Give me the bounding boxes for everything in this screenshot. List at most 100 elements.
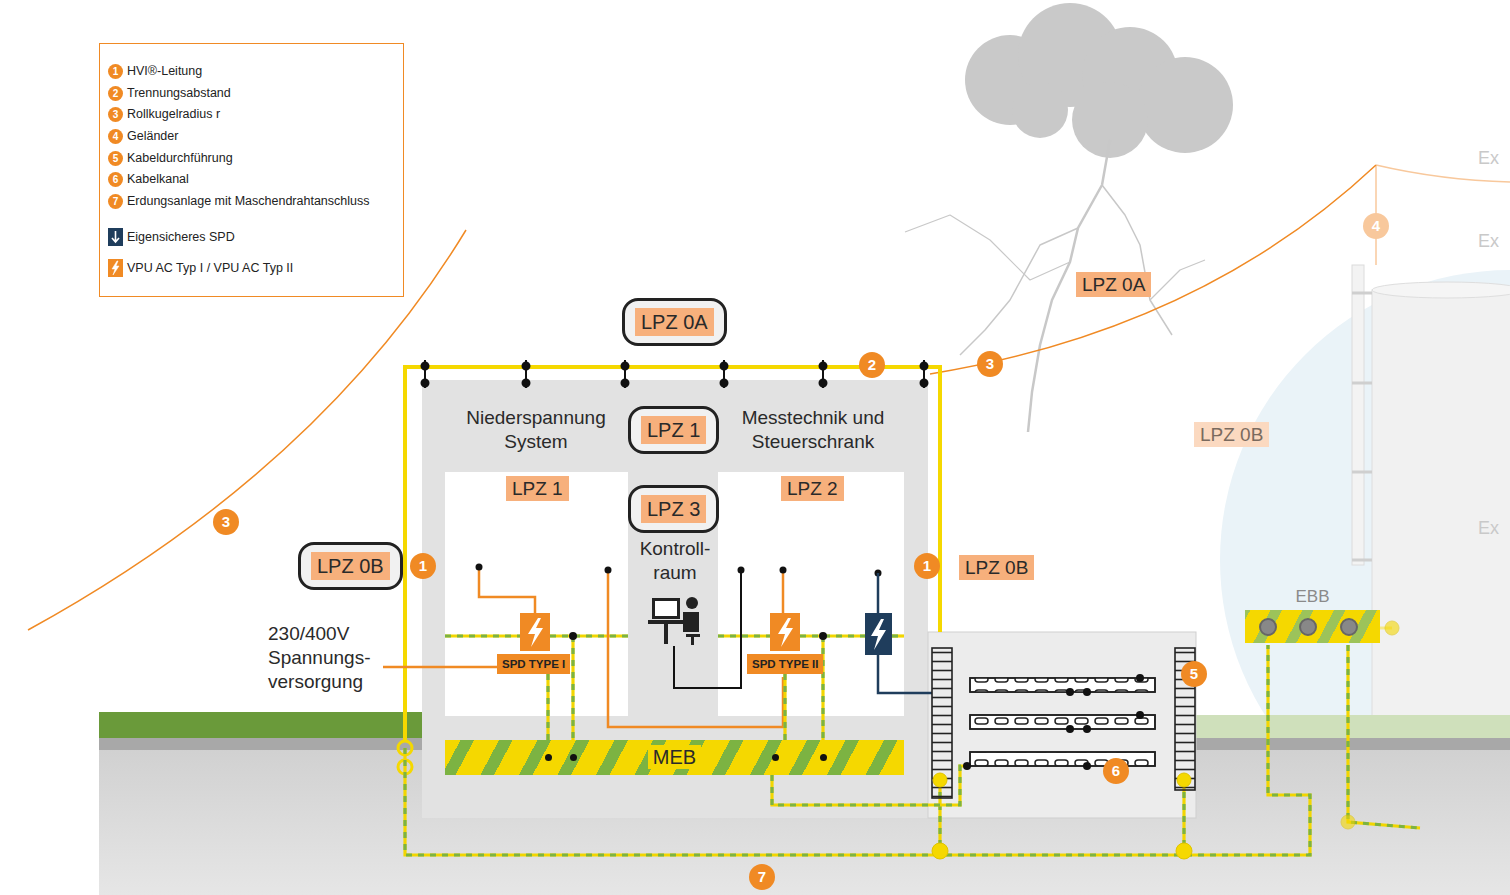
equipotential-bar: EBB bbox=[1245, 586, 1380, 643]
legend-text: Kabelkanal bbox=[127, 172, 189, 186]
ground-wire bbox=[445, 634, 520, 637]
ground-wire bbox=[800, 634, 865, 637]
callout-number: 6 bbox=[1103, 758, 1129, 784]
ground-wire bbox=[1348, 645, 1420, 828]
supply-label: 230/400V Spannungs- versorgung bbox=[268, 622, 390, 694]
zone-label: LPZ 1 bbox=[506, 476, 569, 501]
legend-text: VPU AC Typ I / VPU AC Typ II bbox=[127, 261, 293, 275]
legend-item: 5Kabeldurchführung bbox=[108, 149, 233, 167]
connector-line bbox=[546, 674, 549, 740]
zone-label: LPZ 0B bbox=[1194, 422, 1269, 447]
legend-number: 7 bbox=[108, 194, 123, 209]
ground-wire bbox=[821, 636, 824, 740]
callout-number: 3 bbox=[977, 351, 1003, 377]
legend-item: 4 Geländer bbox=[108, 127, 178, 145]
legend-item: 2 Trennungsabstand bbox=[108, 84, 231, 102]
zone-label: LPZ 0A bbox=[1076, 272, 1151, 297]
legend-text: Trennungsabstand bbox=[127, 86, 231, 100]
node-text: LPZ 1 bbox=[512, 477, 563, 500]
ground-wire bbox=[892, 634, 904, 637]
ex-zone-mark: Ex bbox=[1478, 518, 1499, 539]
node-text: LPZ 0B bbox=[311, 552, 390, 580]
node-text: LPZ 2 bbox=[787, 477, 838, 500]
node-text: SPD TYPE II bbox=[752, 655, 818, 673]
legend-number: 1 bbox=[108, 64, 123, 79]
ground-wire bbox=[718, 634, 770, 637]
legend-number: 6 bbox=[108, 172, 123, 187]
ground-wire bbox=[405, 645, 1310, 855]
legend-text: Geländer bbox=[127, 129, 178, 143]
connector-line bbox=[783, 674, 786, 740]
callout-number: 1 bbox=[410, 553, 436, 579]
connector-line bbox=[546, 674, 549, 740]
terminal bbox=[1340, 618, 1358, 636]
terminal bbox=[570, 754, 577, 761]
ground-wire bbox=[892, 634, 904, 637]
legend-text: Eigensicheres SPD bbox=[127, 230, 235, 244]
ground-wire bbox=[571, 636, 574, 740]
callout-number: 3 bbox=[213, 509, 239, 535]
ground-wire bbox=[571, 636, 574, 740]
node-text: LPZ 0B bbox=[965, 556, 1028, 579]
legend-symbol bbox=[108, 228, 123, 246]
terminal bbox=[545, 754, 552, 761]
legend-number: 5 bbox=[108, 151, 123, 166]
room-title: Messtechnik und Steuerschrank bbox=[723, 406, 903, 454]
legend-text: Rollkugelradius r bbox=[127, 107, 220, 121]
callout-number: 1 bbox=[914, 553, 940, 579]
zone-badge: LPZ 0B bbox=[298, 542, 403, 590]
symbol-glyph bbox=[112, 231, 119, 242]
legend-number: 2 bbox=[108, 86, 123, 101]
legend-text: HVI®-Leitung bbox=[127, 64, 202, 78]
ground-wire bbox=[445, 634, 520, 637]
spd-label: SPD TYPE II bbox=[747, 654, 823, 674]
equipotential-bar: MEB bbox=[445, 740, 904, 775]
legend-number: 4 bbox=[108, 129, 123, 144]
callout-number: 4 bbox=[1363, 213, 1389, 239]
connector-line bbox=[783, 674, 786, 740]
legend-text: Erdungsanlage mit Maschendrahtanschluss bbox=[127, 194, 370, 208]
bar-stripes bbox=[1245, 610, 1380, 643]
ground-wire bbox=[718, 634, 770, 637]
callout-number: 7 bbox=[749, 864, 775, 890]
ground-wire bbox=[550, 634, 628, 637]
ground-wire bbox=[550, 634, 628, 637]
ground-wire bbox=[1348, 645, 1420, 828]
symbol-box bbox=[108, 228, 123, 246]
ground-connector bbox=[785, 674, 786, 740]
zone-badge: LPZ 3 bbox=[628, 485, 719, 533]
symbol-glyph bbox=[112, 261, 119, 275]
legend-symbol bbox=[108, 259, 123, 277]
terminal bbox=[1299, 618, 1317, 636]
node-text: EBB bbox=[1295, 586, 1329, 608]
node-text: MEB bbox=[648, 745, 701, 769]
room-title: Kontroll- raum bbox=[638, 537, 712, 585]
node-text: LPZ 3 bbox=[641, 495, 706, 523]
room-title: Niederspannung System bbox=[451, 406, 621, 454]
terminal bbox=[820, 754, 827, 761]
node-text: LPZ 0A bbox=[635, 308, 714, 336]
terminal bbox=[772, 754, 779, 761]
legend-item: Eigensicheres SPD bbox=[108, 228, 235, 246]
ground-wire bbox=[405, 645, 1310, 855]
callout-number: 2 bbox=[859, 352, 885, 378]
legend-box: 1 HVI®-Leitung 2 Trennungsabstand 3 Rollkugel… bbox=[99, 43, 404, 297]
legend-item: 7 Erdungsanlage mit Maschendrahtanschluss bbox=[108, 192, 370, 210]
legend-number: 3 bbox=[108, 107, 123, 122]
node-text: SPD TYPE I bbox=[502, 655, 565, 673]
spd-label: SPD TYPE I bbox=[497, 654, 570, 674]
node-text: LPZ 0A bbox=[1082, 273, 1145, 296]
ground-wire bbox=[800, 634, 865, 637]
callout-number: 5 bbox=[1181, 661, 1207, 687]
legend-item: VPU AC Typ I / VPU AC Typ II bbox=[108, 259, 293, 277]
legend-item: 3 Rollkugelradius r bbox=[108, 105, 220, 123]
ground-connector bbox=[548, 674, 549, 740]
zone-label: LPZ 0B bbox=[959, 555, 1034, 580]
ex-zone-mark: Ex bbox=[1478, 148, 1499, 169]
zone-badge: LPZ 0A bbox=[622, 298, 727, 346]
node-text: LPZ 1 bbox=[641, 416, 706, 444]
ex-zone-mark: Ex bbox=[1478, 231, 1499, 252]
legend-item: 1 HVI®-Leitung bbox=[108, 62, 202, 80]
symbol-box bbox=[108, 259, 123, 277]
node-text: LPZ 0B bbox=[1200, 423, 1263, 446]
